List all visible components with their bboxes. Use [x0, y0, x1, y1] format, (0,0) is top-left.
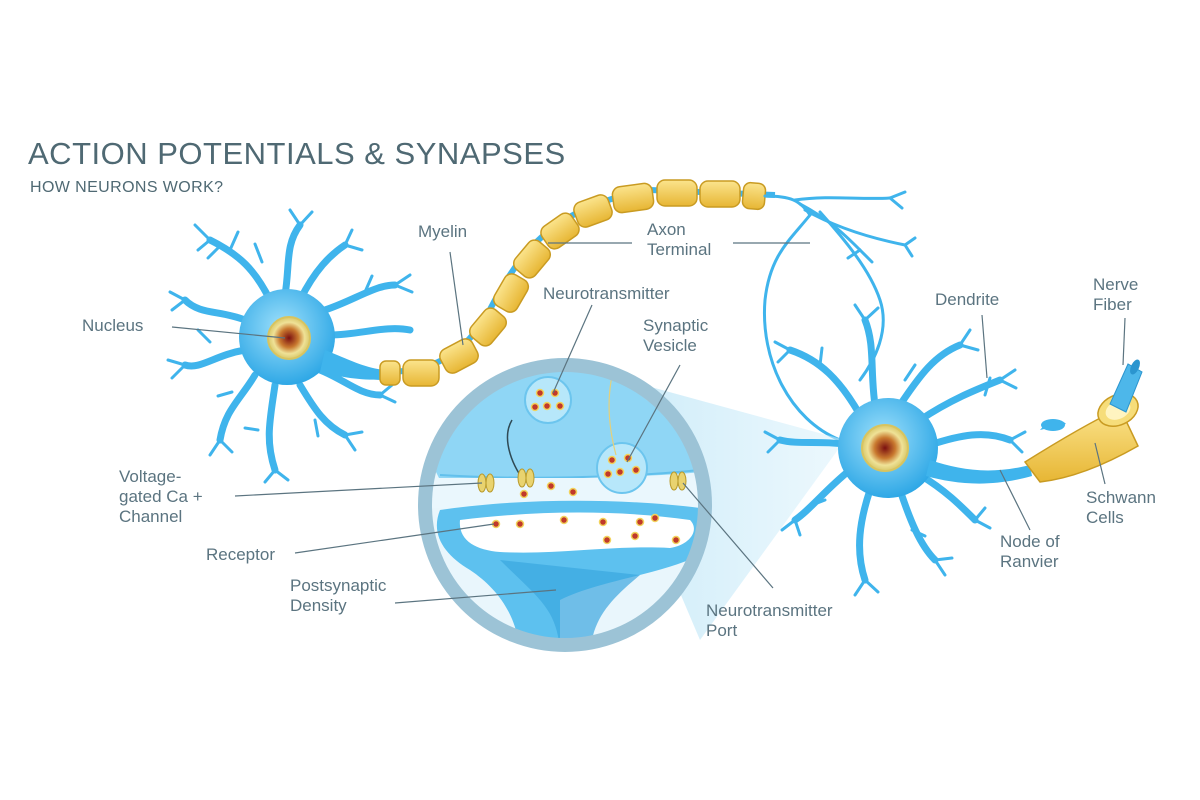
page-title: ACTION POTENTIALS & SYNAPSES — [28, 136, 566, 171]
label-nucleus: Nucleus — [82, 316, 144, 335]
label-axon-terminal: Axon Terminal — [647, 220, 712, 259]
left-nucleus-icon — [267, 316, 311, 360]
right-nucleus-icon — [861, 424, 909, 472]
myelin-sheath — [379, 179, 767, 387]
label-voltage-gated-channel: Voltage- gated Ca + Channel — [119, 467, 203, 526]
right-axon — [926, 460, 1032, 484]
synapse-lens — [418, 358, 712, 652]
label-schwann-cells: Schwann Cells — [1086, 488, 1156, 527]
page-subtitle: HOW NEURONS WORK? — [30, 179, 224, 196]
released-neurotransmitters — [491, 481, 681, 545]
left-axon-hillock — [320, 350, 385, 380]
label-dendrite: Dendrite — [935, 290, 1000, 309]
label-synaptic-vesicle: Synaptic Vesicle — [643, 316, 709, 355]
leader-lines — [171, 242, 1126, 604]
label-nerve-fiber: Nerve Fiber — [1093, 275, 1139, 314]
synaptic-vesicle-right — [596, 442, 648, 494]
presynaptic-terminal — [429, 370, 701, 480]
nerve-fiber — [1023, 359, 1143, 483]
label-postsynaptic-density: Postsynaptic Density — [290, 576, 387, 615]
label-receptor: Receptor — [206, 545, 275, 564]
label-node-of-ranvier: Node of Ranvier — [1000, 532, 1060, 571]
neurotransmitter-port-icon — [669, 471, 687, 491]
label-myelin: Myelin — [418, 222, 468, 241]
synaptic-vesicle-left — [524, 376, 572, 424]
label-neurotransmitter: Neurotransmitter — [543, 284, 670, 303]
label-neurotransmitter-port: Neurotransmitter Port — [706, 601, 833, 640]
